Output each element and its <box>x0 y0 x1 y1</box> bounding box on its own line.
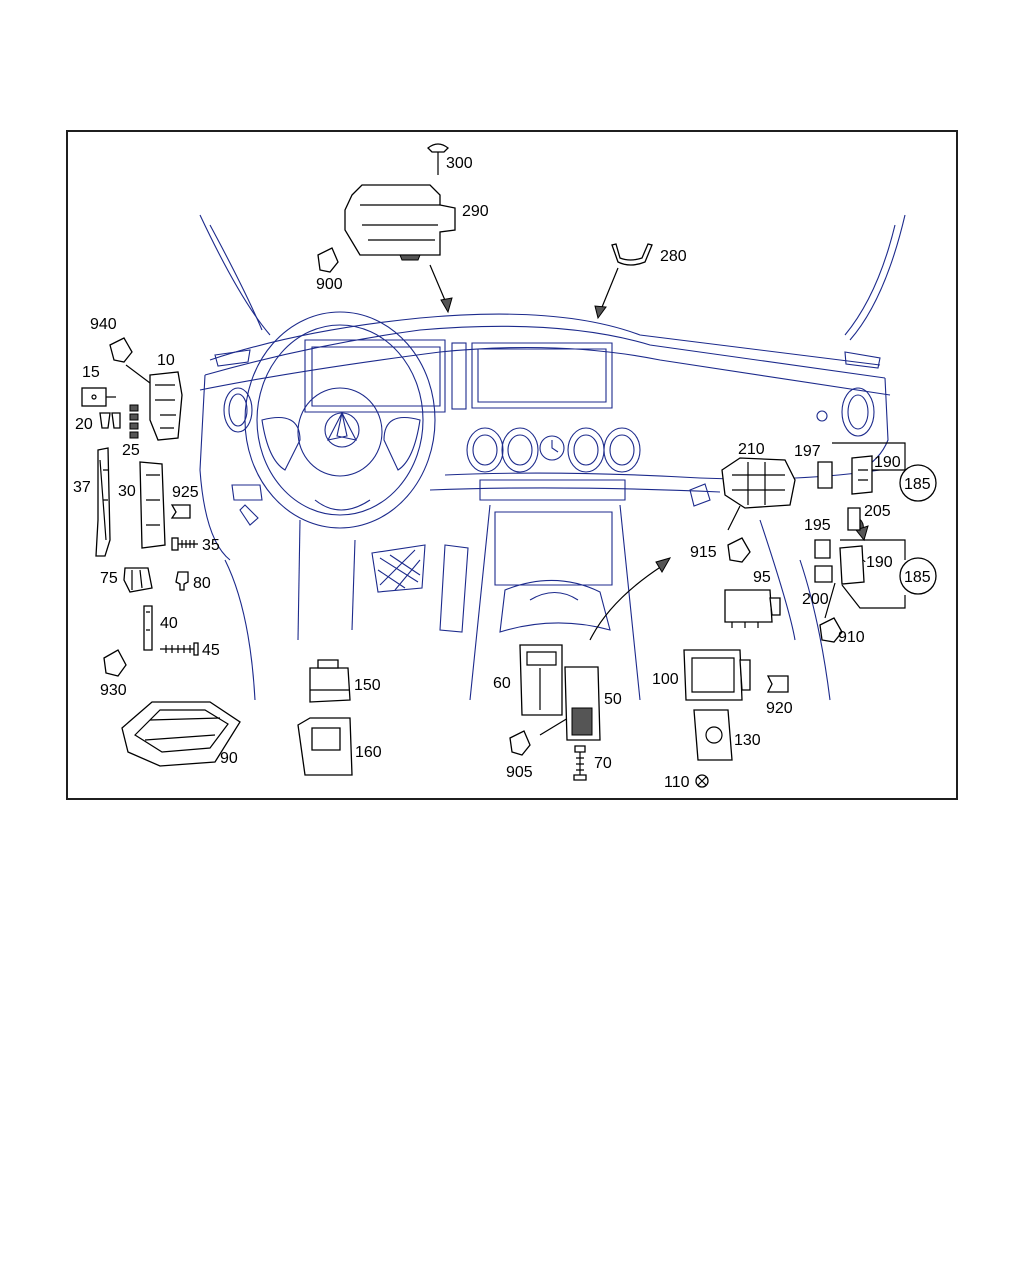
callout-80: 80 <box>193 575 211 592</box>
callout-95: 95 <box>753 569 771 586</box>
dashboard-illustration <box>199 214 906 701</box>
callout-50: 50 <box>604 691 622 708</box>
callout-110: 110 <box>664 774 690 791</box>
callout-90: 90 <box>220 750 238 767</box>
callout-300: 300 <box>446 155 473 172</box>
callout-185-upper: 185 <box>904 476 931 493</box>
callout-210: 210 <box>738 441 765 458</box>
callout-280: 280 <box>660 248 687 265</box>
callout-197: 197 <box>794 443 821 460</box>
callout-37: 37 <box>73 479 91 496</box>
callout-195: 195 <box>804 517 831 534</box>
callout-75: 75 <box>100 570 118 587</box>
callout-150: 150 <box>354 677 381 694</box>
callout-190-lower: 190 <box>866 554 893 571</box>
callout-190-upper: 190 <box>874 454 901 471</box>
callout-185-lower: 185 <box>904 569 931 586</box>
callout-40: 40 <box>160 615 178 632</box>
callout-35: 35 <box>202 537 220 554</box>
diagram-frame <box>66 130 958 800</box>
callout-925: 925 <box>172 484 199 501</box>
callout-920: 920 <box>766 700 793 717</box>
callout-900: 900 <box>316 276 343 293</box>
callout-290: 290 <box>462 203 489 220</box>
parts <box>81 143 937 788</box>
callout-15: 15 <box>82 364 100 381</box>
callout-930: 930 <box>100 682 127 699</box>
callout-940: 940 <box>90 316 117 333</box>
callout-60: 60 <box>493 675 511 692</box>
callout-205: 205 <box>864 503 891 520</box>
callout-200: 200 <box>802 591 829 608</box>
callout-10: 10 <box>157 352 175 369</box>
callout-labels: 300 290 900 280 940 10 15 20 25 37 30 92… <box>73 155 931 791</box>
callout-905: 905 <box>506 764 533 781</box>
callout-70: 70 <box>594 755 612 772</box>
callout-915: 915 <box>690 544 717 561</box>
leader-lines <box>125 264 906 736</box>
callout-20: 20 <box>75 416 93 433</box>
callout-100: 100 <box>652 671 679 688</box>
callout-45: 45 <box>202 642 220 659</box>
callout-160: 160 <box>355 744 382 761</box>
callout-25: 25 <box>122 442 140 459</box>
callout-910: 910 <box>838 629 865 646</box>
callout-130: 130 <box>734 732 761 749</box>
callout-30: 30 <box>118 483 136 500</box>
